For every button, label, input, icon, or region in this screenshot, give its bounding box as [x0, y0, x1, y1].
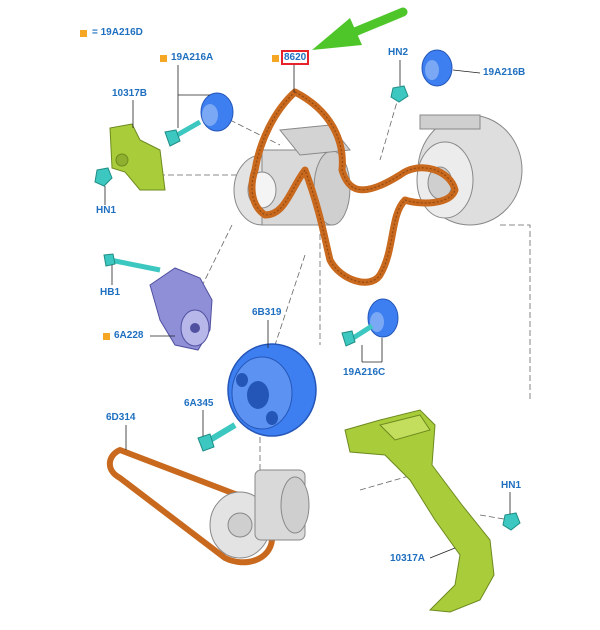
callout-19a216c: 19A216C	[343, 367, 386, 378]
drive-belt-8620	[248, 88, 459, 286]
nut-hn1-bottom	[502, 512, 521, 531]
legend-text: = 19A216D	[92, 27, 143, 38]
bracket-10317b	[109, 123, 166, 191]
nut-hn2	[390, 85, 409, 103]
callout-19a216a: 19A216A	[171, 52, 214, 63]
idler-pulley-19a216c	[341, 298, 399, 347]
legend-marker	[80, 30, 87, 37]
pointer-arrow	[312, 7, 408, 50]
nut-hn1-top	[94, 167, 113, 187]
bolt-6a345	[197, 422, 237, 452]
callout-6a345: 6A345	[184, 398, 214, 409]
power-steering-pump	[209, 469, 310, 559]
bolt-hb1	[103, 253, 161, 273]
callout-19a216b: 19A216B	[483, 67, 526, 78]
callout-leaders	[104, 60, 511, 559]
callout-hn2: HN2	[388, 47, 409, 58]
marker-6a228	[103, 333, 110, 340]
callout-6d314: 6D314	[106, 412, 136, 423]
marker-19a216a	[160, 55, 167, 62]
idler-pulley-19a216b	[421, 49, 453, 87]
crankshaft-pulley-6b319	[227, 343, 317, 437]
tensioner-6a228	[149, 267, 213, 351]
marker-8620	[272, 55, 279, 62]
callout-8620: 8620	[281, 50, 310, 65]
callout-6a228: 6A228	[114, 330, 144, 341]
callout-10317a: 10317A	[390, 553, 426, 564]
callout-hn1-bottom: HN1	[501, 480, 522, 491]
callout-hn1-top: HN1	[96, 205, 117, 216]
callout-10317b: 10317B	[112, 88, 148, 99]
shield-10317a	[344, 409, 495, 613]
idler-pulley-19a216a	[164, 92, 234, 147]
assembly-lines	[150, 94, 531, 521]
callout-hb1: HB1	[100, 287, 121, 298]
callout-6b319: 6B319	[252, 307, 282, 318]
